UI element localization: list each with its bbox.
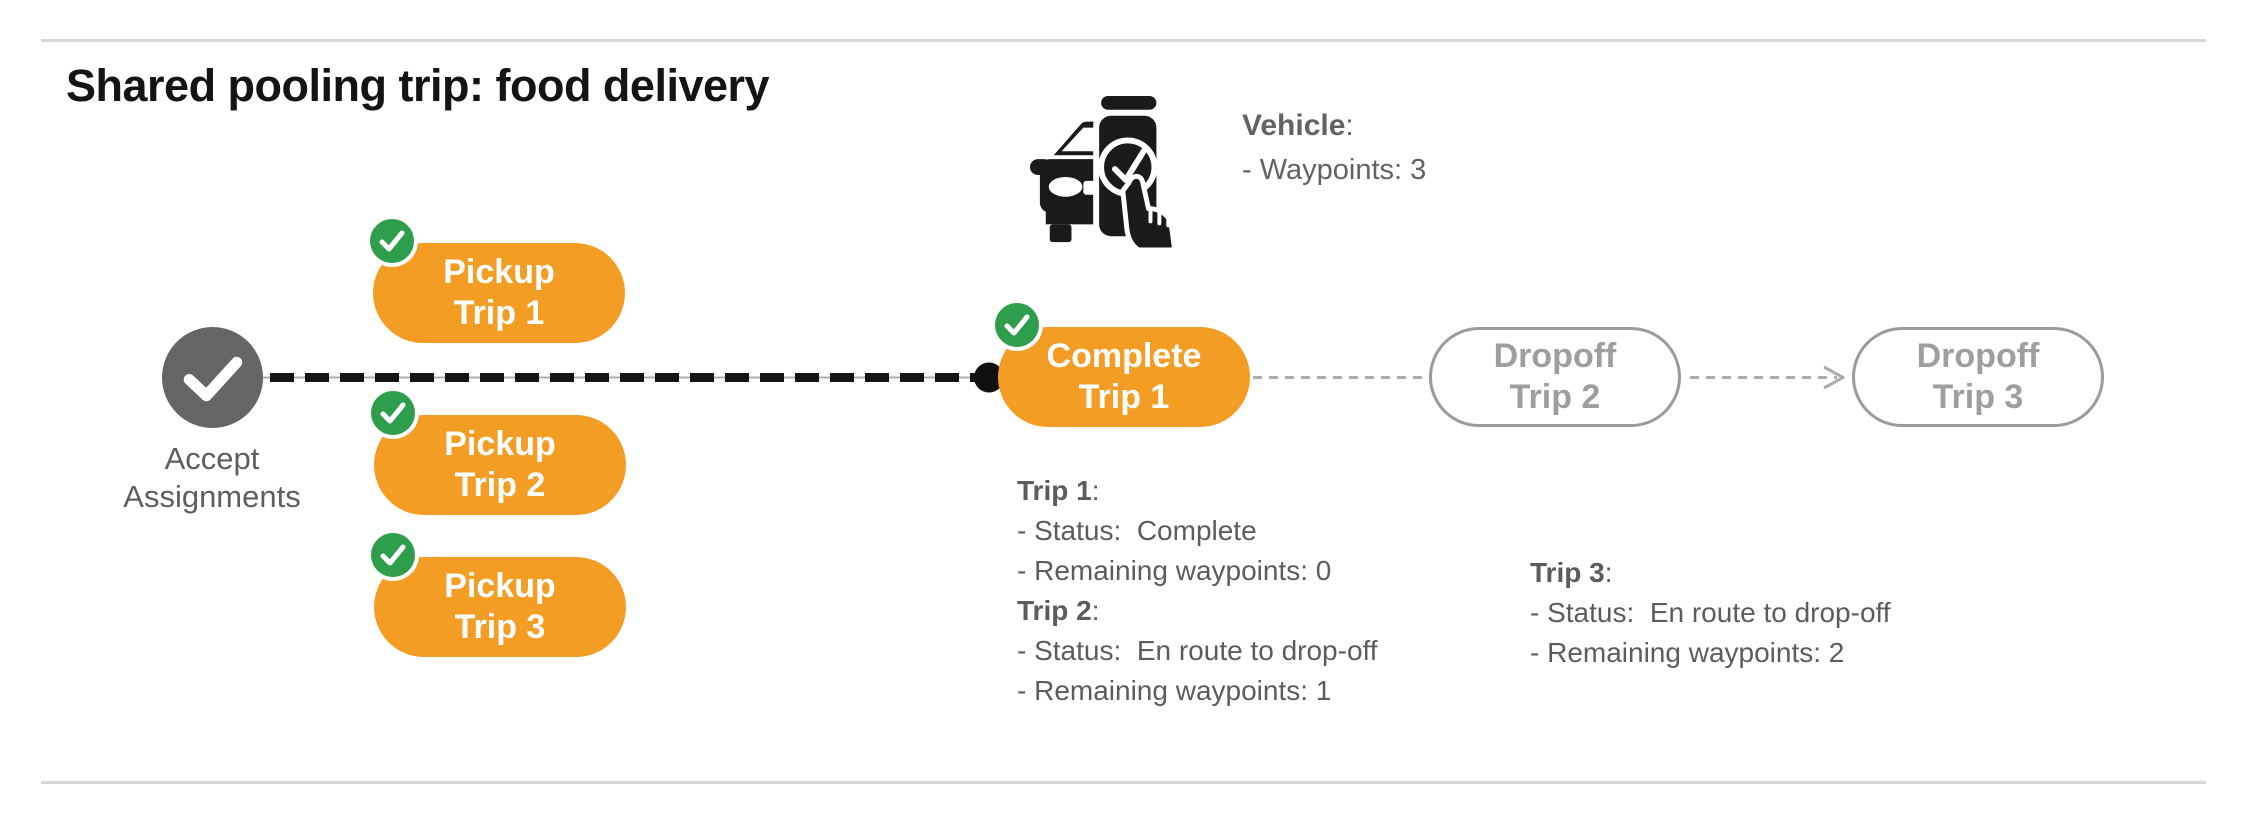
pickup-trip-2-node: Pickup Trip 2 <box>371 391 626 515</box>
pill-label-line1: Complete <box>1046 337 1202 375</box>
trip-3-heading: Trip 3: <box>1530 557 1613 588</box>
pill-label-line2: Trip 2 <box>1509 378 1601 416</box>
car-phone-check-icon <box>1030 95 1177 252</box>
vehicle-waypoints: - Waypoints: 3 <box>1242 154 1427 186</box>
trip-2-heading: Trip 2: <box>1017 595 1100 626</box>
trip-2-status: - Status: En route to drop-off <box>1017 635 1378 666</box>
pill-label-line2: Trip 2 <box>454 466 546 504</box>
pickup-trip-1-node: Pickup Trip 1 <box>370 219 625 343</box>
pill-label-line1: Pickup <box>443 253 555 291</box>
pill-label-line2: Trip 1 <box>1078 378 1170 416</box>
pill-label-line2: Trip 3 <box>454 608 546 646</box>
accept-assignments-node <box>162 327 263 428</box>
complete-trip-1-node: Complete Trip 1 <box>995 303 1250 427</box>
pill-label-line1: Pickup <box>444 567 556 605</box>
vehicle-label: Vehicle: <box>1242 109 1354 142</box>
pill-label-line1: Dropoff <box>1916 337 2040 375</box>
pickup-trip-3-node: Pickup Trip 3 <box>371 533 626 657</box>
top-divider <box>41 39 2206 42</box>
check-badge-icon <box>995 303 1039 347</box>
pill-label-line2: Trip 3 <box>1932 378 2024 416</box>
trip-3-remaining-waypoints: - Remaining waypoints: 2 <box>1530 637 1845 668</box>
trip-2-remaining-waypoints: - Remaining waypoints: 1 <box>1017 675 1332 706</box>
trip-1-heading: Trip 1: <box>1017 475 1100 506</box>
check-badge-icon <box>370 219 414 263</box>
arrowhead-icon <box>1823 365 1845 390</box>
pill-label-line1: Dropoff <box>1493 337 1617 375</box>
bottom-divider <box>41 781 2206 784</box>
vehicle-info: Vehicle: - Waypoints: 3 <box>1242 104 1426 192</box>
check-badge-icon <box>371 391 415 435</box>
trip-1-status: - Status: Complete <box>1017 515 1257 546</box>
dropoff-trip-3-node: Dropoff Trip 3 <box>1852 327 2104 427</box>
page-title: Shared pooling trip: food delivery <box>66 60 770 111</box>
pill-label-line2: Trip 1 <box>453 294 545 332</box>
trip-status-block-1: Trip 1: - Status: Complete - Remaining w… <box>1017 471 1378 711</box>
trip-status-block-2: Trip 3: - Status: En route to drop-off -… <box>1530 553 1891 673</box>
accept-assignments-label: Accept Assignments <box>123 441 301 514</box>
dropoff-trip-2-node: Dropoff Trip 2 <box>1429 327 1681 427</box>
check-icon <box>183 356 243 402</box>
trip-1-remaining-waypoints: - Remaining waypoints: 0 <box>1017 555 1332 586</box>
pill-label-line1: Pickup <box>444 425 556 463</box>
trip-3-status: - Status: En route to drop-off <box>1530 597 1891 628</box>
check-badge-icon <box>371 533 415 577</box>
